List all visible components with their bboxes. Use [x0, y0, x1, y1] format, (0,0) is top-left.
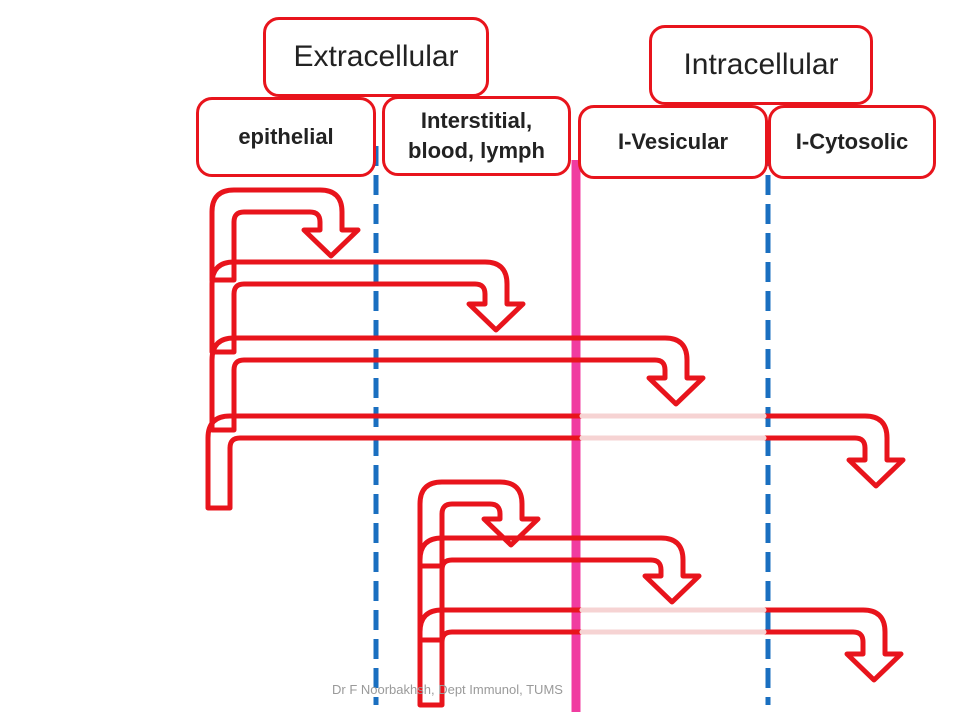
interstitial-label-line2: blood, lymph: [408, 138, 545, 163]
extracellular-label: Extracellular: [293, 40, 459, 73]
arrow-epithelial-to-cytosolic: [205, 413, 906, 511]
cytosolic-box: I-Cytosolic: [768, 105, 936, 179]
cytosolic-label: I-Cytosolic: [795, 129, 909, 155]
extracellular-header: Extracellular: [263, 17, 489, 97]
vesicular-label: I-Vesicular: [617, 129, 729, 155]
vesicular-box: I-Vesicular: [578, 105, 768, 179]
arrow-interstitial-to-interstitial: [417, 479, 541, 569]
arrow-epithelial-to-vesicular: [209, 335, 706, 433]
arrow-interstitial-to-cytosolic: [417, 607, 904, 708]
intracellular-header: Intracellular: [649, 25, 873, 105]
intracellular-label: Intracellular: [683, 48, 839, 81]
footer-credit: Dr F Noorbakhsh, Dept Immunol, TUMS: [332, 682, 563, 697]
interstitial-label: Interstitial, blood, lymph: [408, 106, 545, 165]
interstitial-label-line1: Interstitial,: [420, 108, 533, 134]
interstitial-box: Interstitial, blood, lymph: [382, 96, 571, 176]
epithelial-box: epithelial: [196, 97, 376, 177]
arrow-epithelial-to-interstitial: [209, 259, 526, 355]
arrow-interstitial-to-vesicular: [417, 535, 702, 643]
arrow-epithelial-to-epithelial: [209, 187, 361, 283]
epithelial-label: epithelial: [238, 124, 334, 150]
